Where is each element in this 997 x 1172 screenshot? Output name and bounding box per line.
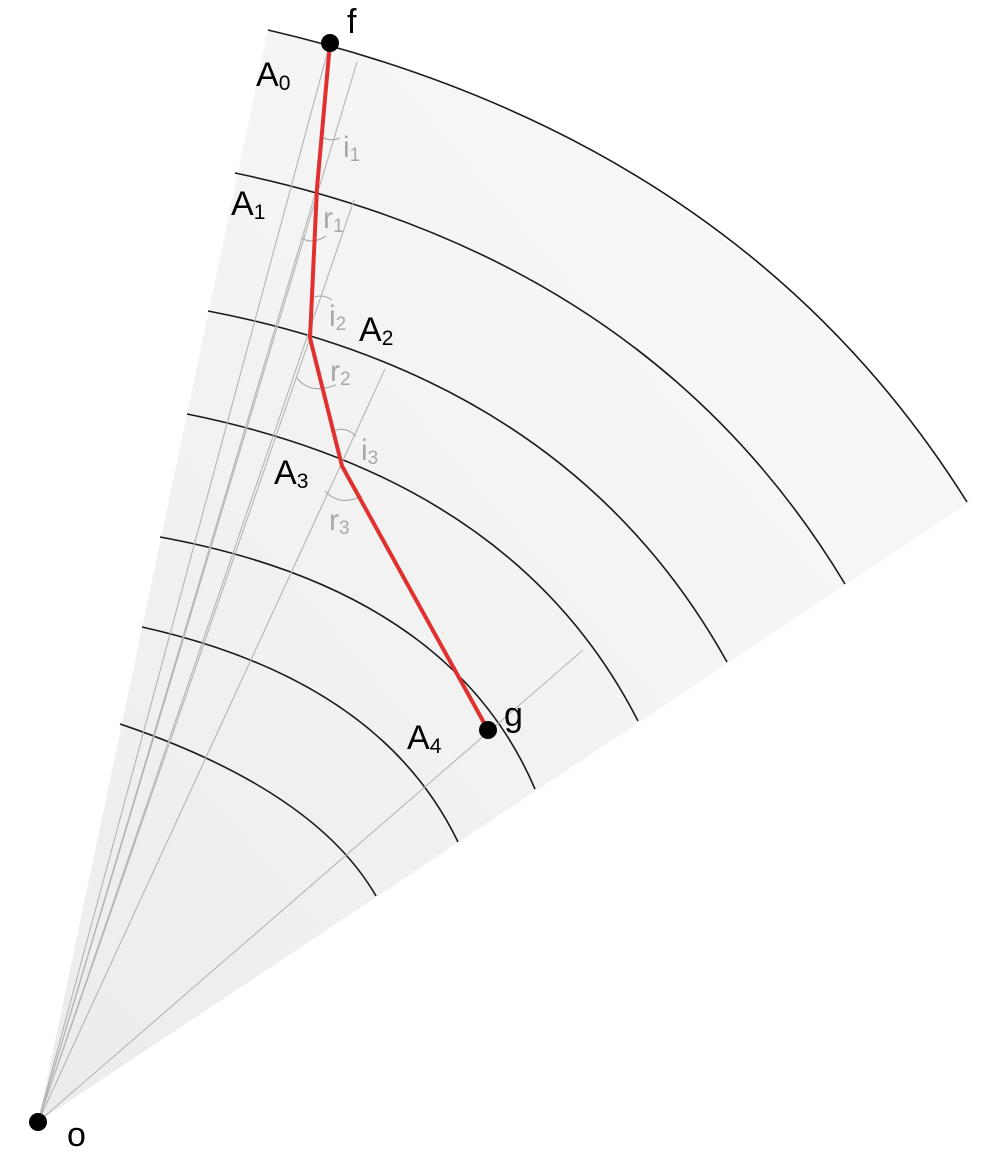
layer-label-a2: A2 xyxy=(359,311,393,350)
guide-a3 xyxy=(37,368,386,1123)
arc-3 xyxy=(207,310,728,663)
angle-label-i2: i2 xyxy=(329,300,346,335)
arc-6 xyxy=(141,626,459,843)
layer-label-a1: A1 xyxy=(231,185,265,224)
angle-label-r3: r3 xyxy=(329,504,350,539)
angle-arc-i2 xyxy=(313,295,333,301)
point-g-dot xyxy=(479,721,497,739)
fan-sector xyxy=(38,30,970,1122)
point-o-label: o xyxy=(67,1116,86,1154)
point-f-dot xyxy=(321,34,339,52)
angle-label-r1: r1 xyxy=(323,202,344,237)
guide-f xyxy=(37,42,331,1123)
guide-a2 xyxy=(37,199,355,1123)
point-g-label: g xyxy=(504,696,523,734)
angle-label-i3: i3 xyxy=(361,434,378,469)
angle-arc-r2 xyxy=(296,377,337,390)
guide-a1-normal xyxy=(37,187,318,1123)
angle-label-r2: r2 xyxy=(330,355,351,390)
arc-2 xyxy=(234,172,846,585)
layer-label-a0: A0 xyxy=(256,56,290,95)
angle-label-i1: i1 xyxy=(343,131,360,166)
ray-path xyxy=(308,41,490,732)
point-f-label: f xyxy=(347,3,357,41)
layer-arcs xyxy=(119,29,968,897)
layer-label-a3: A3 xyxy=(274,454,308,493)
layer-label-a4: A4 xyxy=(407,719,442,758)
arc-5 xyxy=(159,536,536,790)
arc-1 xyxy=(267,29,968,503)
guide-a2-normal xyxy=(37,337,311,1123)
point-o-dot xyxy=(29,1113,47,1131)
arc-4 xyxy=(186,413,639,722)
